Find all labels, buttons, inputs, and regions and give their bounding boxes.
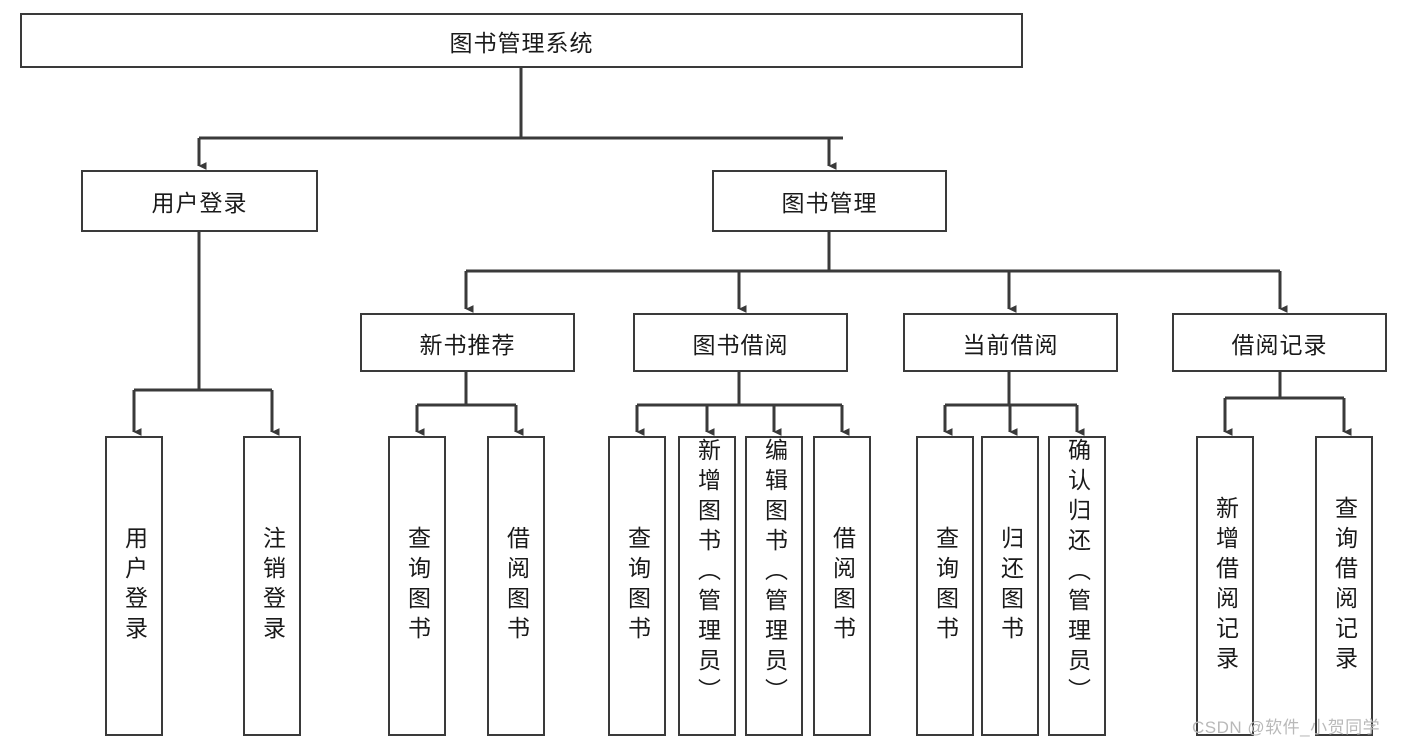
node-label: 借阅图书 <box>829 526 856 646</box>
node-root-system[interactable]: 图书管理系统 <box>20 13 1023 68</box>
node-current-borrow[interactable]: 当前借阅 <box>903 313 1118 372</box>
leaf-logout-login[interactable]: 注销登录 <box>243 436 301 736</box>
node-label: 用户登录 <box>121 526 148 646</box>
leaf-borrow-book-borrow[interactable]: 借阅图书 <box>813 436 871 736</box>
node-label: 编辑图书（管理员） <box>761 438 788 708</box>
node-label: 查询图书 <box>932 526 959 646</box>
node-label: 图书管理系统 <box>449 29 594 56</box>
node-label: 当前借阅 <box>962 331 1059 358</box>
node-label: 查询借阅记录 <box>1331 496 1358 676</box>
leaf-query-book-newbook[interactable]: 查询图书 <box>388 436 446 736</box>
node-book-management[interactable]: 图书管理 <box>712 170 947 232</box>
node-user-login[interactable]: 用户登录 <box>81 170 318 232</box>
leaf-edit-book-admin[interactable]: 编辑图书（管理员） <box>745 436 803 736</box>
node-borrow-record[interactable]: 借阅记录 <box>1172 313 1387 372</box>
node-label: 用户登录 <box>151 190 248 216</box>
node-label: 图书管理 <box>781 190 878 216</box>
leaf-borrow-book-newbook[interactable]: 借阅图书 <box>487 436 545 736</box>
node-label: 归还图书 <box>997 526 1024 646</box>
node-label: 新增图书（管理员） <box>694 438 721 708</box>
node-label: 注销登录 <box>259 526 286 646</box>
leaf-query-book-current[interactable]: 查询图书 <box>916 436 974 736</box>
leaf-return-book[interactable]: 归还图书 <box>981 436 1039 736</box>
leaf-query-borrow-record[interactable]: 查询借阅记录 <box>1315 436 1373 736</box>
node-new-book-recommend[interactable]: 新书推荐 <box>360 313 575 372</box>
node-label: 新增借阅记录 <box>1212 496 1239 676</box>
leaf-user-login[interactable]: 用户登录 <box>105 436 163 736</box>
csdn-watermark: CSDN @软件_小贺同学 <box>1192 718 1381 737</box>
node-book-borrow[interactable]: 图书借阅 <box>633 313 848 372</box>
leaf-add-borrow-record[interactable]: 新增借阅记录 <box>1196 436 1254 736</box>
node-label: 查询图书 <box>624 526 651 646</box>
node-label: 查询图书 <box>404 526 431 646</box>
node-label: 借阅图书 <box>503 526 530 646</box>
node-label: 图书借阅 <box>692 331 789 358</box>
leaf-add-book-admin[interactable]: 新增图书（管理员） <box>678 436 736 736</box>
leaf-query-book-borrow[interactable]: 查询图书 <box>608 436 666 736</box>
leaf-confirm-return-admin[interactable]: 确认归还（管理员） <box>1048 436 1106 736</box>
node-label: 新书推荐 <box>419 331 516 358</box>
node-label: 确认归还（管理员） <box>1064 438 1091 708</box>
node-label: 借阅记录 <box>1231 331 1328 358</box>
